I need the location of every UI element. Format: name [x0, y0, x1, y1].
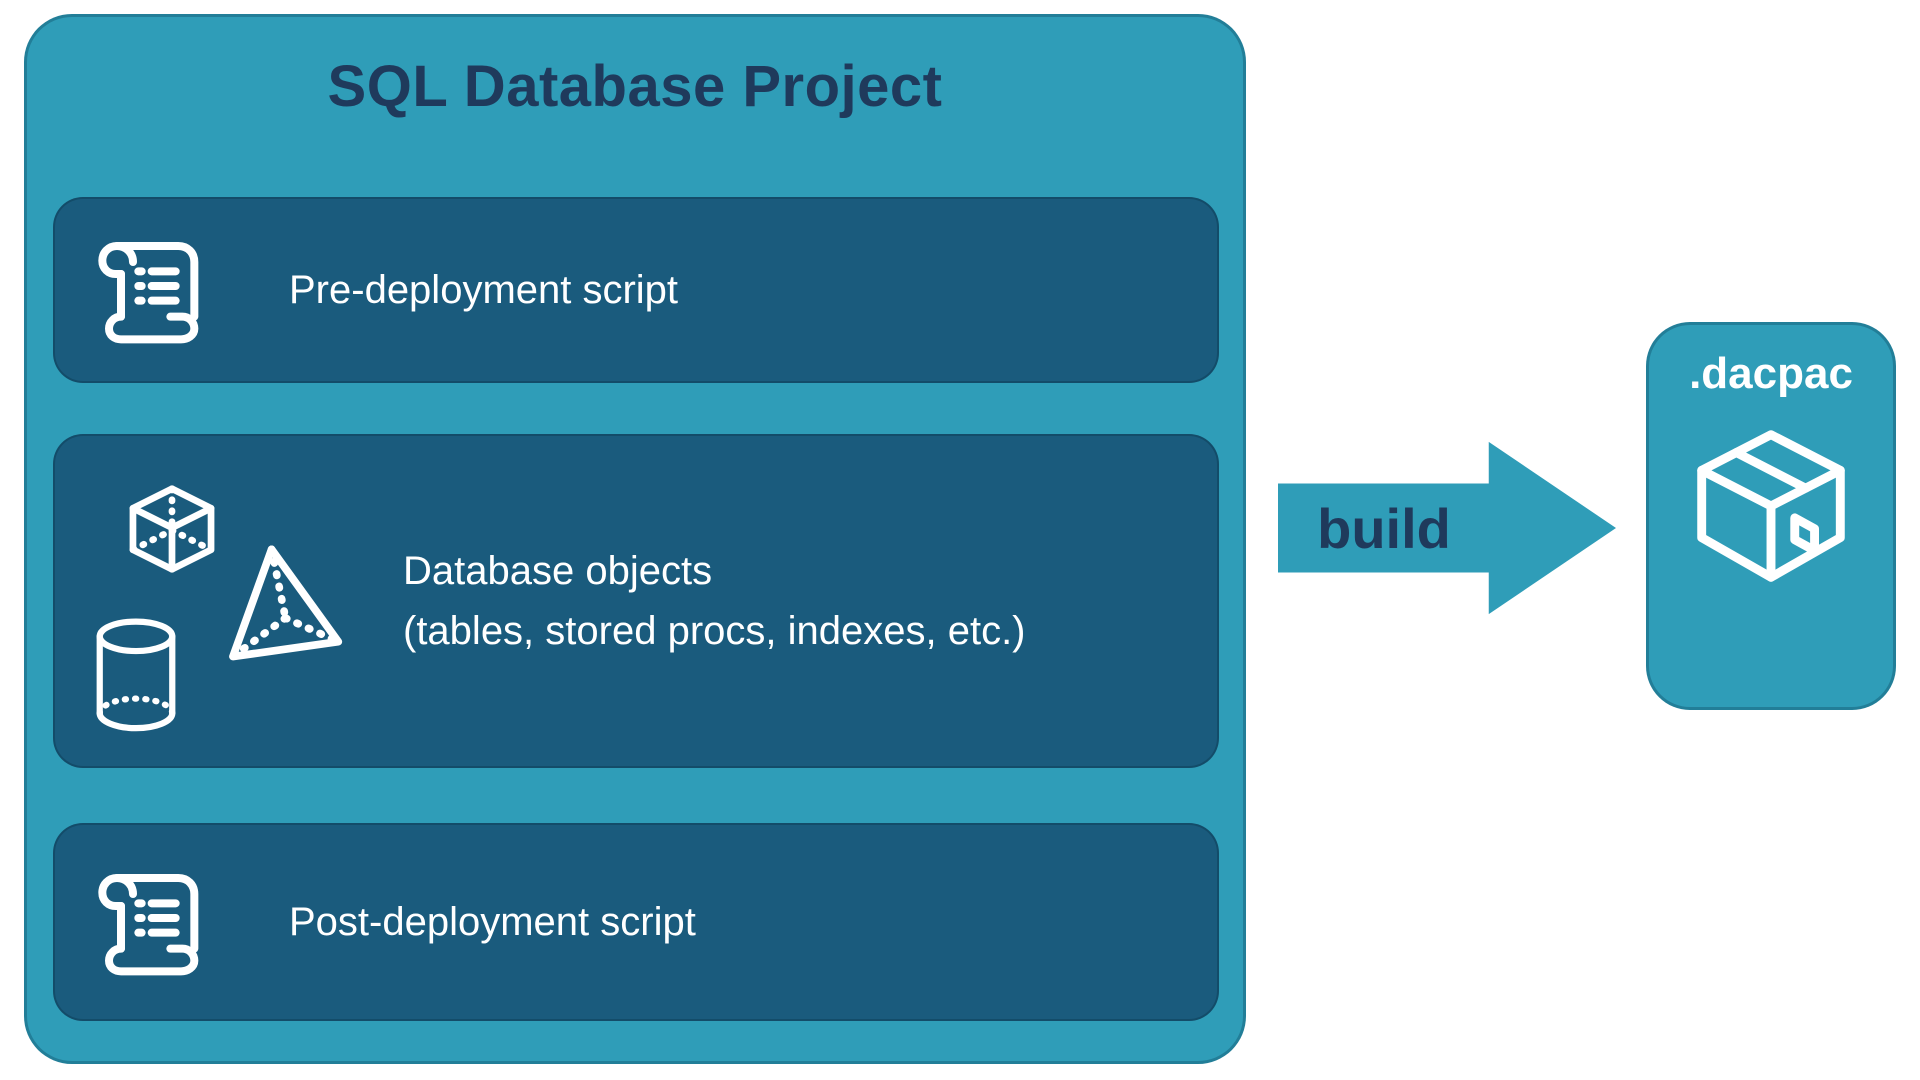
database-objects-label: Database objects [403, 549, 713, 593]
pre-deployment-script-panel: Pre-deployment script [53, 197, 1219, 383]
build-arrow [1278, 434, 1616, 622]
database-objects-sublabel: (tables, stored procs, indexes, etc.) [403, 609, 1026, 653]
database-objects-text: Database objects (tables, stored procs, … [403, 541, 1026, 661]
post-deployment-script-label: Post-deployment script [289, 899, 696, 944]
post-deployment-script-panel: Post-deployment script [53, 823, 1219, 1021]
cube-icon [129, 485, 215, 573]
dacpac-label: .dacpac [1689, 349, 1853, 398]
package-box-icon [1697, 430, 1845, 582]
script-scroll-icon [98, 242, 199, 344]
build-label: build [1317, 496, 1451, 560]
pre-deployment-script-label: Pre-deployment script [289, 267, 679, 312]
dacpac-box: .dacpac [1646, 322, 1896, 710]
project-title: SQL Database Project [327, 54, 943, 119]
build-arrow-shape [1278, 441, 1616, 615]
database-cylinder-icon [96, 618, 176, 732]
pyramid-icon [229, 545, 343, 661]
sql-database-project-container: SQL Database Project Pre-deployment scri… [24, 14, 1246, 1064]
database-objects-icon-group [55, 436, 385, 770]
script-scroll-icon [98, 874, 199, 976]
database-objects-panel: Database objects (tables, stored procs, … [53, 434, 1219, 768]
